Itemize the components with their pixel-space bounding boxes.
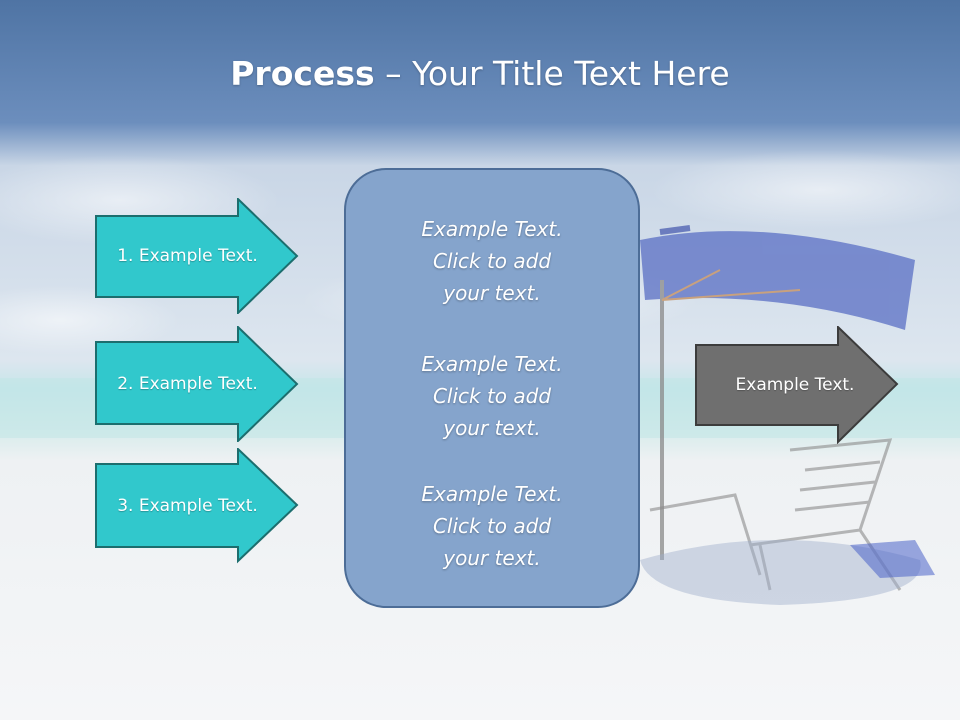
center-paragraph-line: Example Text. xyxy=(421,217,563,241)
process-step-arrow-1[interactable]: 1. Example Text. xyxy=(95,198,300,314)
right-arrow-shape-icon xyxy=(95,448,299,564)
process-step-label-2: 2. Example Text. xyxy=(117,374,258,394)
center-paragraph-line: Click to add xyxy=(432,514,552,538)
process-step-arrow-2[interactable]: 2. Example Text. xyxy=(95,326,300,442)
result-arrow[interactable]: Example Text. xyxy=(695,326,900,444)
center-paragraph-line: your text. xyxy=(443,416,541,440)
right-arrow-shape-icon xyxy=(695,326,899,444)
center-paragraph-3: Example Text. Click to add your text. xyxy=(346,478,638,574)
result-arrow-label: Example Text. xyxy=(735,375,855,395)
center-paragraph-line: Example Text. xyxy=(421,352,563,376)
process-step-label-3: 3. Example Text. xyxy=(117,496,258,516)
center-paragraph-line: Click to add xyxy=(432,384,552,408)
center-paragraph-line: your text. xyxy=(443,546,541,570)
title-bold-part: Process xyxy=(230,54,375,93)
title-regular-part: – Your Title Text Here xyxy=(374,54,730,93)
center-paragraph-line: Example Text. xyxy=(421,482,563,506)
process-step-label-1: 1. Example Text. xyxy=(117,246,258,266)
slide-title[interactable]: Process – Your Title Text Here xyxy=(0,52,960,96)
center-paragraph-line: Click to add xyxy=(432,249,552,273)
right-arrow-shape-icon xyxy=(95,326,299,442)
center-paragraph-1: Example Text. Click to add your text. xyxy=(346,213,638,309)
center-paragraph-line: your text. xyxy=(443,281,541,305)
center-paragraph-2: Example Text. Click to add your text. xyxy=(346,348,638,444)
right-arrow-shape-icon xyxy=(95,198,299,314)
center-text-box[interactable]: Example Text. Click to add your text. Ex… xyxy=(344,168,640,608)
process-step-arrow-3[interactable]: 3. Example Text. xyxy=(95,448,300,564)
